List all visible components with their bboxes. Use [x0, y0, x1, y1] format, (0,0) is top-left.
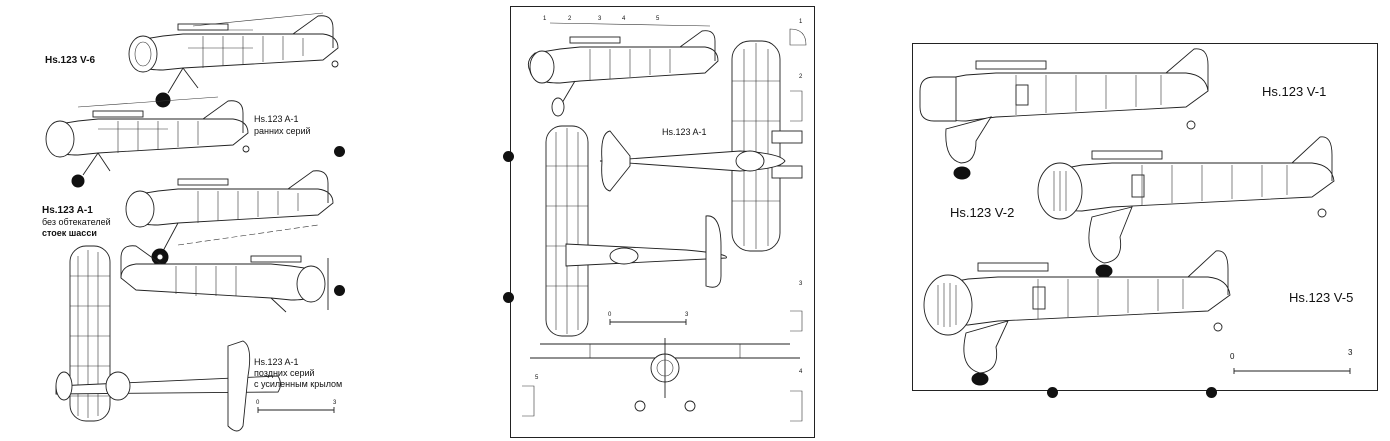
- sheet-frame: [510, 6, 815, 438]
- scale-start: 0: [608, 312, 612, 318]
- binder-hole: [1206, 387, 1217, 398]
- hs123-v6-side-view: [45, 12, 339, 432]
- section-num-3: 3: [598, 16, 602, 22]
- scale-start: 0: [256, 400, 260, 406]
- binder-hole: [1047, 387, 1058, 398]
- label-a1-late-title: Hs.123 A-1: [254, 357, 299, 367]
- label-hs123-v5: Hs.123 V-5: [1289, 290, 1354, 305]
- label-hs123-v1: Hs.123 V-1: [1262, 84, 1327, 99]
- left-drawing-sheet: Hs.123 V-6 Hs.123 A-1 ранних серий Hs.12…: [28, 8, 346, 433]
- label-a1-early-title: Hs.123 A-1: [254, 114, 299, 124]
- scale-start: 0: [1230, 352, 1235, 361]
- section-num-2: 2: [568, 16, 572, 22]
- label-a1-nofair-sub2: стоек шасси: [42, 228, 97, 238]
- binder-hole: [334, 146, 345, 157]
- section-num-4: 4: [622, 16, 626, 22]
- right-drawing-sheet: Hs.123 V-1 Hs.123 V-2 Hs.123 V-5 0 3: [912, 43, 1378, 391]
- label-a1-early-sub: ранних серий: [254, 126, 311, 136]
- binder-hole: [503, 292, 514, 303]
- hs123-a1-three-view: [522, 22, 807, 422]
- label-hs123-v2: Hs.123 V-2: [950, 205, 1015, 220]
- label-hs123-v6: Hs.123 V-6: [45, 55, 96, 66]
- side-section-num-4: 4: [799, 369, 803, 375]
- middle-drawing-sheet: Hs.123 A-1 1 2 3 4 5 1 2 3 4 5 0 3: [510, 6, 815, 438]
- section-num-5: 5: [656, 16, 660, 22]
- label-a1-nofair-title: Hs.123 A-1: [42, 205, 93, 216]
- label-a1-late-sub2: с усиленным крылом: [254, 379, 343, 389]
- sheet-frame: [912, 43, 1378, 391]
- middle-title: Hs.123 A-1: [662, 127, 707, 137]
- scale-end: 3: [685, 312, 689, 318]
- binder-hole: [334, 285, 345, 296]
- section-num-1: 1: [543, 16, 547, 22]
- side-section-num-2: 2: [799, 74, 803, 80]
- label-a1-late-sub1: поздних серий: [254, 368, 315, 378]
- side-section-num-3: 3: [799, 281, 803, 287]
- hs123-prototypes-side-views: [919, 48, 1351, 386]
- scale-end: 3: [1348, 348, 1353, 357]
- label-a1-nofair-sub1: без обтекателей: [42, 217, 111, 227]
- binder-hole: [503, 151, 514, 162]
- scale-end: 3: [333, 400, 337, 406]
- side-section-num-5: 5: [535, 375, 539, 381]
- side-section-num-1: 1: [799, 19, 803, 25]
